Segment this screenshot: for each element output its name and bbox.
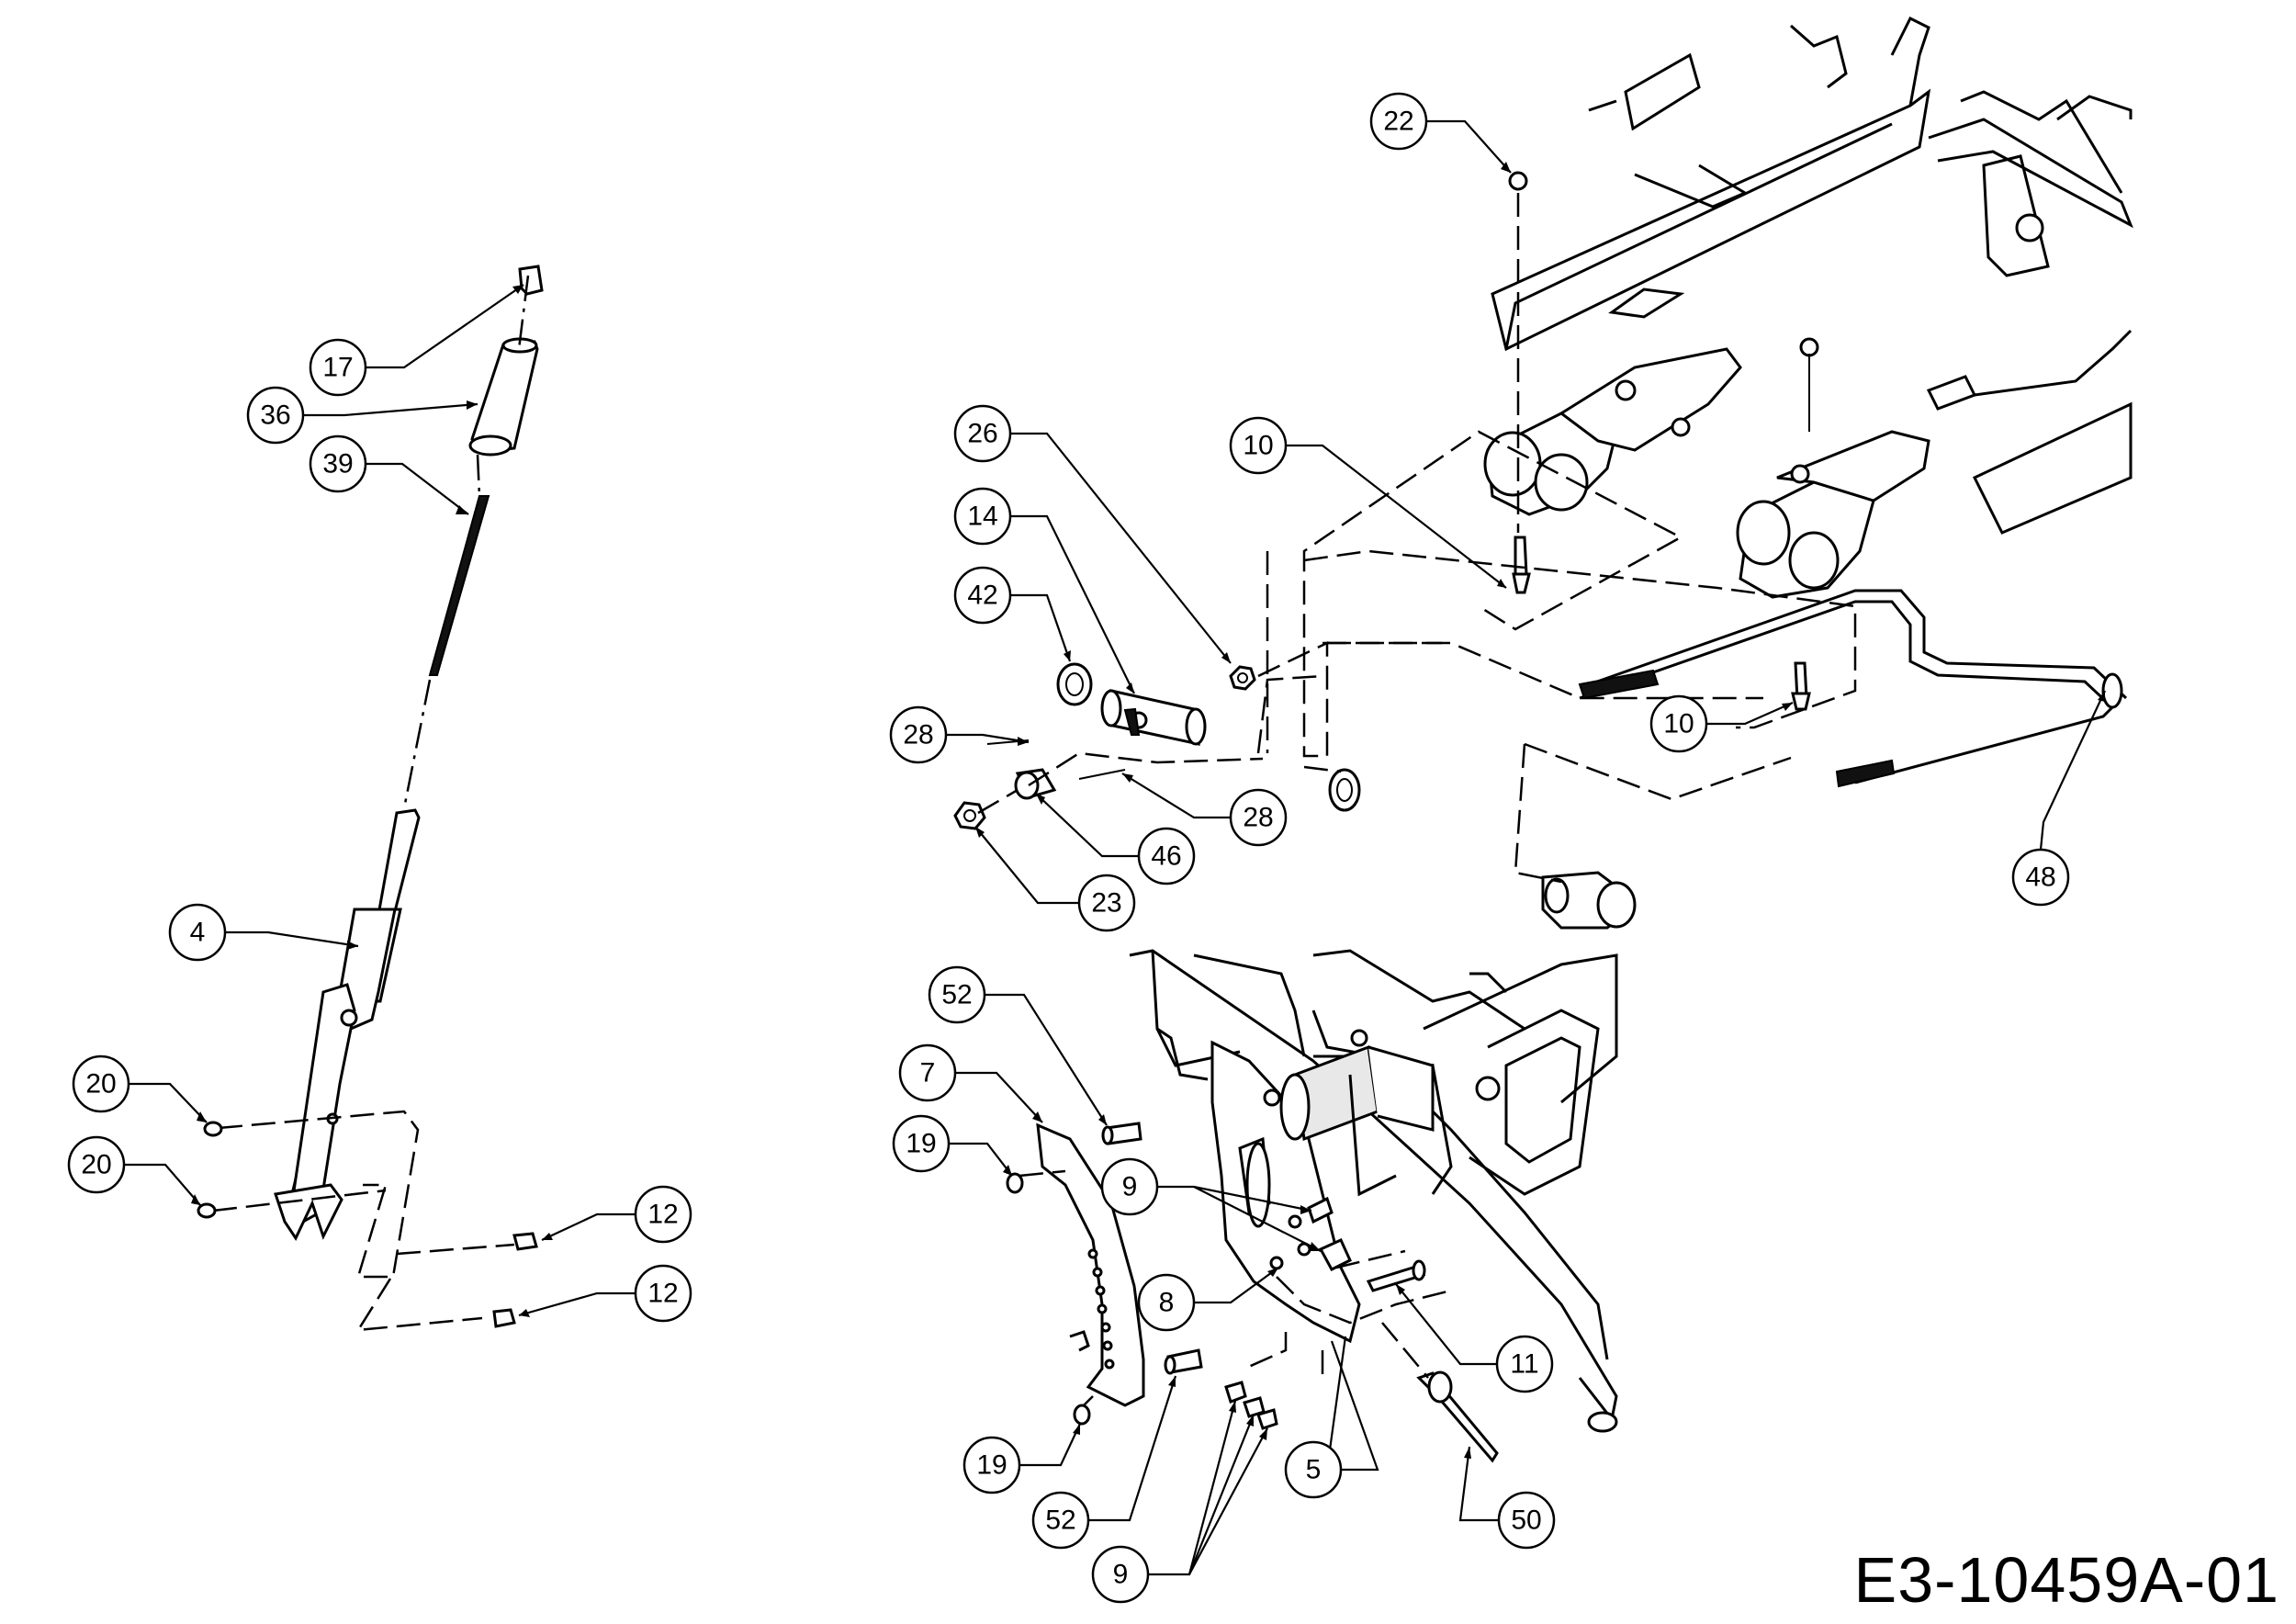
callout-20-upper: 20	[85, 1069, 116, 1100]
screw-part	[512, 1232, 538, 1251]
callout-7: 7	[920, 1058, 936, 1088]
callout-39: 39	[322, 449, 353, 479]
lift-lever-assembly	[197, 265, 544, 1332]
callout-14: 14	[967, 502, 997, 532]
callout-52-upper: 52	[941, 980, 972, 1010]
height-quadrant-part	[1036, 1122, 1145, 1407]
assembly-lines-upper	[977, 193, 1857, 884]
callout-36: 36	[260, 400, 290, 431]
callout-9-upper: 9	[1122, 1172, 1138, 1202]
callout-12-lower: 12	[647, 1279, 678, 1309]
callout-26: 26	[967, 419, 997, 449]
nut-part	[197, 1202, 217, 1219]
drawing-code: E3-10459A-01	[1853, 1544, 2279, 1616]
bolt-part	[1224, 1381, 1247, 1404]
callout-8: 8	[1159, 1288, 1175, 1318]
callouts: 17 36 39 4 20 20 12 12 22 26	[67, 92, 2106, 1604]
mower-frame-top	[1491, 16, 2133, 352]
pivot-pin-part	[1109, 689, 1200, 746]
nut-part	[1073, 1404, 1091, 1426]
cap-part	[518, 265, 544, 296]
bolt-part	[1256, 1408, 1278, 1430]
chassis-frame-bottom	[1006, 949, 1618, 1463]
nut-part	[953, 801, 986, 830]
nut-part	[1229, 665, 1256, 691]
lever-shaft-part	[377, 808, 421, 920]
cotter-pin-part	[1078, 769, 1126, 780]
callout-48: 48	[2025, 863, 2055, 893]
hinge-brackets	[1483, 337, 1930, 599]
pivot-hardware	[953, 171, 1811, 830]
grip-part	[470, 340, 539, 454]
mower-deck-side	[1926, 329, 2133, 535]
callout-5: 5	[1306, 1455, 1322, 1485]
callout-19-lower: 19	[976, 1450, 1007, 1481]
washer-part	[1328, 768, 1361, 812]
callout-10-lower: 10	[1663, 709, 1694, 739]
callout-28-right: 28	[1243, 803, 1273, 833]
lift-rod-part	[1578, 589, 2128, 788]
spring-part	[428, 495, 490, 676]
callout-46: 46	[1151, 841, 1181, 872]
nut-part	[1006, 1172, 1024, 1194]
callout-23: 23	[1091, 888, 1121, 919]
washer-part	[1056, 662, 1093, 706]
callout-10-upper: 10	[1243, 431, 1273, 461]
callout-17: 17	[322, 353, 353, 383]
bolt-part	[1307, 1196, 1334, 1224]
screw-part	[492, 1308, 516, 1328]
callout-28-left: 28	[903, 720, 933, 750]
callout-52-lower: 52	[1045, 1506, 1075, 1536]
callout-19-upper: 19	[906, 1129, 936, 1159]
callout-22: 22	[1383, 107, 1413, 137]
rod-clevis-part	[1541, 871, 1637, 930]
callout-11: 11	[1510, 1349, 1538, 1380]
callout-4: 4	[190, 918, 206, 948]
callout-9-lower: 9	[1113, 1560, 1129, 1590]
callout-12-upper: 12	[647, 1200, 678, 1230]
callout-50: 50	[1511, 1506, 1541, 1536]
callout-42: 42	[967, 581, 997, 611]
nut-part	[203, 1121, 223, 1137]
callout-20-lower: 20	[81, 1150, 111, 1180]
